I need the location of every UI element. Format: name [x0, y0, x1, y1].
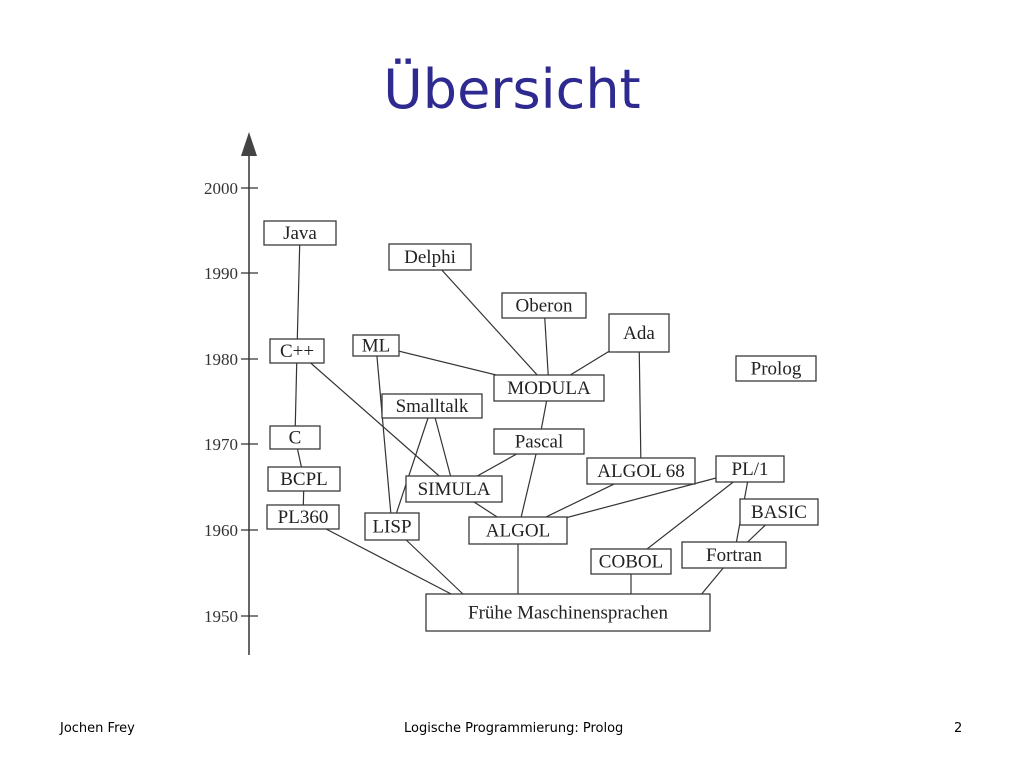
node-box: [381, 393, 483, 419]
node-fruehe: Frühe Maschinensprachen: [425, 593, 711, 632]
node-label: BASIC: [751, 502, 807, 523]
axis-tick-label-1960: 1960: [204, 521, 238, 540]
node-c: C: [269, 425, 321, 450]
axis-arrow-icon: [241, 132, 257, 156]
year-axis: 2000 1990 1980 1970 1960 1950: [204, 132, 258, 655]
node-fortran: Fortran: [681, 541, 787, 569]
node-delphi: Delphi: [388, 243, 472, 271]
node-label: ALGOL: [486, 521, 550, 542]
node-simula: SIMULA: [405, 475, 503, 503]
node-box: [388, 243, 472, 271]
node-label: LISP: [372, 517, 411, 538]
edge-smalltalk-lisp: [391, 405, 433, 527]
axis-tick-label-1980: 1980: [204, 350, 238, 369]
node-bcpl: BCPL: [267, 466, 341, 492]
edge-pl1-cobol: [630, 468, 751, 562]
edge-oberon-modula: [543, 305, 550, 389]
node-ada: Ada: [608, 313, 670, 353]
node-box: [263, 220, 337, 246]
node-box: [739, 498, 819, 526]
edge-ada-algol68: [638, 332, 642, 472]
node-label: BCPL: [280, 469, 328, 490]
axis-tick-label-1950: 1950: [204, 607, 238, 626]
node-pascal: Pascal: [493, 428, 585, 455]
node-label: Fortran: [706, 545, 762, 566]
node-prolog: Prolog: [735, 355, 817, 382]
node-smalltalk: Smalltalk: [381, 393, 483, 419]
axis-tick-label-2000: 2000: [204, 179, 238, 198]
axis-tick-label-1990: 1990: [204, 264, 238, 283]
node-label: PL/1: [732, 459, 769, 480]
node-box: [493, 428, 585, 455]
node-box: [267, 466, 341, 492]
node-label: Oberon: [516, 296, 573, 317]
node-label: ML: [362, 336, 391, 357]
node-label: ALGOL 68: [597, 461, 684, 482]
node-java: Java: [263, 220, 337, 246]
node-box: [269, 425, 321, 450]
axis-tick-label-1970: 1970: [204, 435, 238, 454]
footer-page-number: 2: [954, 721, 963, 736]
footer-course: Logische Programmierung: Prolog: [404, 721, 624, 736]
edge-delphi-modula: [429, 256, 550, 389]
node-cobol: COBOL: [590, 548, 672, 575]
node-lisp: LISP: [364, 512, 420, 541]
node-box: [735, 355, 817, 382]
node-label: Pascal: [515, 432, 564, 453]
node-label: Java: [283, 223, 317, 244]
node-label: C++: [280, 341, 314, 362]
node-algol: ALGOL: [468, 516, 568, 545]
node-box: [586, 457, 696, 485]
node-box: [501, 292, 587, 319]
node-box: [493, 374, 605, 402]
edge-smalltalk-simula: [431, 405, 455, 490]
edge-java-cpp: [296, 232, 301, 352]
node-ml: ML: [352, 334, 400, 357]
node-box: [352, 334, 400, 357]
node-basic: BASIC: [739, 498, 819, 526]
node-box: [425, 593, 711, 632]
node-label: COBOL: [599, 552, 663, 573]
node-oberon: Oberon: [501, 292, 587, 319]
node-label: Prolog: [751, 359, 802, 380]
node-label: MODULA: [507, 378, 591, 399]
node-label: PL360: [278, 507, 329, 528]
node-label: Ada: [623, 323, 655, 344]
node-pl360: PL360: [266, 504, 340, 530]
node-box: [681, 541, 787, 569]
node-label: Delphi: [404, 247, 456, 268]
node-label: SIMULA: [418, 479, 491, 500]
node-box: [364, 512, 420, 541]
node-box: [590, 548, 672, 575]
edge-cpp-c: [294, 350, 298, 438]
footer-author: Jochen Frey: [60, 721, 135, 736]
node-box: [266, 504, 340, 530]
node-label: C: [289, 428, 302, 449]
page-title: Übersicht: [383, 58, 641, 121]
node-box: [269, 338, 325, 364]
edge-pascal-algol: [517, 441, 540, 531]
node-cpp: C++: [269, 338, 325, 364]
edge-pl360-fruehe: [302, 516, 456, 597]
edge-ml-lisp: [375, 345, 393, 527]
node-label: Smalltalk: [396, 396, 469, 417]
node-box: [608, 313, 670, 353]
node-modula: MODULA: [493, 374, 605, 402]
node-box: [405, 475, 503, 503]
node-box: [715, 455, 785, 483]
node-pl1: PL/1: [715, 455, 785, 483]
node-algol68: ALGOL 68: [586, 457, 696, 485]
language-history-diagram: 2000 1990 1980 1970 1960 1950 JavaDelphiObero…: [204, 132, 819, 655]
node-label: Frühe Maschinensprachen: [468, 603, 668, 624]
node-box: [468, 516, 568, 545]
edge-cpp-simula: [296, 350, 455, 490]
